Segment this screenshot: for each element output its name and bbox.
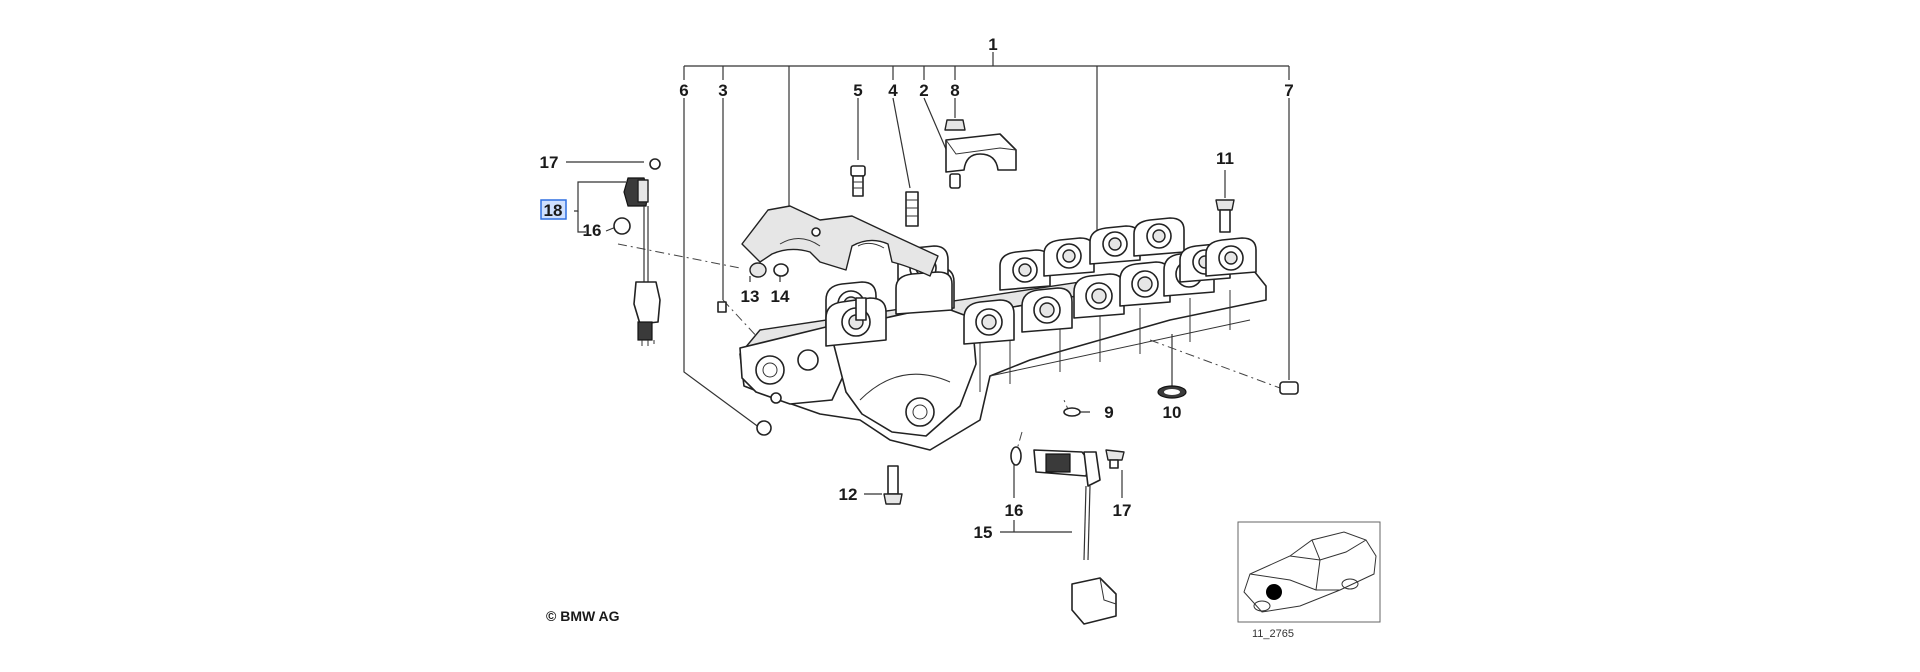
dowel-3 <box>717 301 727 313</box>
leader-lines <box>566 52 1290 533</box>
callout-2[interactable]: 2 <box>919 81 928 100</box>
cam-bearing-saddles <box>825 217 1257 347</box>
callout-labels: 1 6 3 5 4 2 8 7 11 17 18 16 13 14 9 10 1… <box>540 35 1294 542</box>
stud-4 <box>905 191 919 227</box>
callout-9[interactable]: 9 <box>1104 403 1113 422</box>
car-outline-icon <box>1243 531 1377 613</box>
callout-17-top[interactable]: 17 <box>540 153 559 172</box>
callout-15[interactable]: 15 <box>974 523 993 542</box>
front-cover <box>741 205 939 277</box>
bolt-5 <box>850 165 866 197</box>
callout-14[interactable]: 14 <box>771 287 790 306</box>
bearing-cap-1 <box>945 133 1017 173</box>
crankshaft-sensor-15 <box>1010 446 1125 625</box>
callout-6[interactable]: 6 <box>679 81 688 100</box>
engine-location-marker-icon <box>1266 584 1282 600</box>
callout-10[interactable]: 10 <box>1163 403 1182 422</box>
callout-11[interactable]: 11 <box>1216 149 1234 168</box>
plug-7 <box>1279 381 1299 395</box>
plug-13 <box>749 262 767 278</box>
diagram-reference: 11_2765 <box>1252 628 1294 640</box>
bolt-11 <box>1215 199 1235 233</box>
callout-17-bottom[interactable]: 17 <box>1113 501 1132 520</box>
callout-7[interactable]: 7 <box>1284 81 1293 100</box>
selected-callout-highlight <box>540 199 567 220</box>
bolt-12 <box>883 465 903 505</box>
plug-6 <box>756 420 772 436</box>
callout-16-top[interactable]: 16 <box>583 221 602 240</box>
callout-16-bottom[interactable]: 16 <box>1005 501 1024 520</box>
callout-18[interactable]: 18 <box>544 201 563 220</box>
callout-13[interactable]: 13 <box>741 287 760 306</box>
callout-8[interactable]: 8 <box>950 81 959 100</box>
nut-8 <box>944 119 966 131</box>
dowel-2 <box>949 173 961 189</box>
callout-5[interactable]: 5 <box>853 81 862 100</box>
seal-9 <box>1063 407 1081 417</box>
vehicle-locator-thumbnail[interactable] <box>1237 521 1381 623</box>
copyright-text: © BMW AG <box>546 608 620 624</box>
seal-ring-14 <box>773 263 789 277</box>
callout-4[interactable]: 4 <box>888 81 898 100</box>
camshaft-sensor-18 <box>613 158 661 346</box>
callout-12[interactable]: 12 <box>839 485 858 504</box>
gasket-10 <box>1157 385 1187 399</box>
callout-3[interactable]: 3 <box>718 81 727 100</box>
callout-1[interactable]: 1 <box>988 35 997 54</box>
